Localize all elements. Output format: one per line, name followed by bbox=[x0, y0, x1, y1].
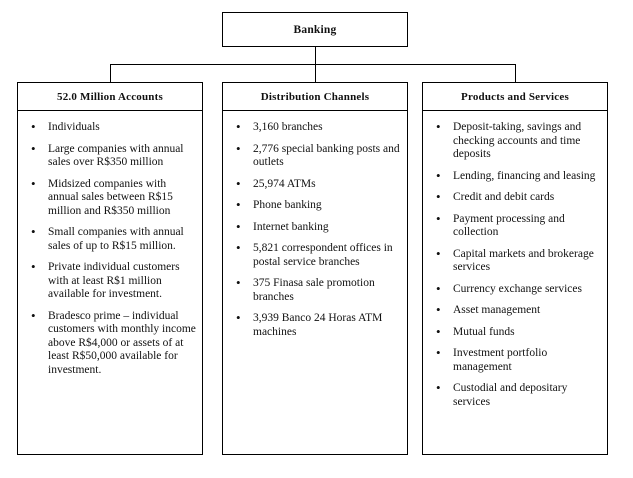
list-item: Lending, financing and leasing bbox=[423, 169, 601, 184]
column-distribution-channels-list: 3,160 branches 2,776 special banking post… bbox=[222, 110, 408, 455]
column-distribution-channels-header: Distribution Channels bbox=[222, 82, 408, 111]
list-item: 3,160 branches bbox=[223, 120, 401, 135]
column-accounts-header: 52.0 Million Accounts bbox=[17, 82, 203, 111]
list-item: 2,776 special banking posts and outlets bbox=[223, 142, 401, 170]
list-item: Investment portfolio management bbox=[423, 346, 601, 374]
list-item: Currency exchange services bbox=[423, 282, 601, 297]
list-item: 3,939 Banco 24 Horas ATM machines bbox=[223, 311, 401, 339]
list-item: 375 Finasa sale promotion branches bbox=[223, 276, 401, 304]
list-item: Bradesco prime – individual customers wi… bbox=[18, 309, 196, 378]
connector-drop-middle bbox=[315, 64, 316, 82]
list-item: Internet banking bbox=[223, 220, 401, 235]
list-item: Credit and debit cards bbox=[423, 190, 601, 205]
connector-horizontal-bar bbox=[110, 64, 516, 65]
column-products-services-header: Products and Services bbox=[422, 82, 608, 111]
list-item: Deposit-taking, savings and checking acc… bbox=[423, 120, 601, 162]
list-item: Large companies with annual sales over R… bbox=[18, 142, 196, 170]
column-distribution-channels: Distribution Channels 3,160 branches 2,77… bbox=[222, 82, 408, 455]
column-products-services: Products and Services Deposit-taking, sa… bbox=[422, 82, 608, 455]
column-accounts-list: IndividualsLarge companies with annual s… bbox=[17, 110, 203, 455]
list-item: Payment processing and collection bbox=[423, 212, 601, 240]
connector-drop-left bbox=[110, 64, 111, 82]
list-item: Asset management bbox=[423, 303, 601, 318]
column-accounts: 52.0 Million Accounts IndividualsLarge c… bbox=[17, 82, 203, 455]
column-products-services-title: Products and Services bbox=[461, 90, 569, 103]
list-item: Phone banking bbox=[223, 198, 401, 213]
root-node-label: Banking bbox=[293, 23, 337, 36]
column-distribution-channels-title: Distribution Channels bbox=[260, 90, 370, 103]
list-item: Individuals bbox=[18, 120, 196, 135]
connector-drop-right bbox=[515, 64, 516, 82]
list-item: Capital markets and brokerage services bbox=[423, 247, 601, 275]
root-node-banking: Banking bbox=[222, 12, 408, 47]
list-item: Mutual funds bbox=[423, 325, 601, 340]
list-item: Small companies with annual sales of up … bbox=[18, 225, 196, 253]
list-item: Private individual customers with at lea… bbox=[18, 260, 196, 302]
column-accounts-title: 52.0 Million Accounts bbox=[57, 90, 163, 103]
list-item: 25,974 ATMs bbox=[223, 177, 401, 192]
list-item: Custodial and depositary services bbox=[423, 381, 601, 409]
list-item: 5,821 correspondent offices in postal se… bbox=[223, 241, 401, 269]
connector-root-stem bbox=[315, 47, 316, 64]
list-item: Midsized companies with annual sales bet… bbox=[18, 177, 196, 219]
column-products-services-list: Deposit-taking, savings and checking acc… bbox=[422, 110, 608, 455]
